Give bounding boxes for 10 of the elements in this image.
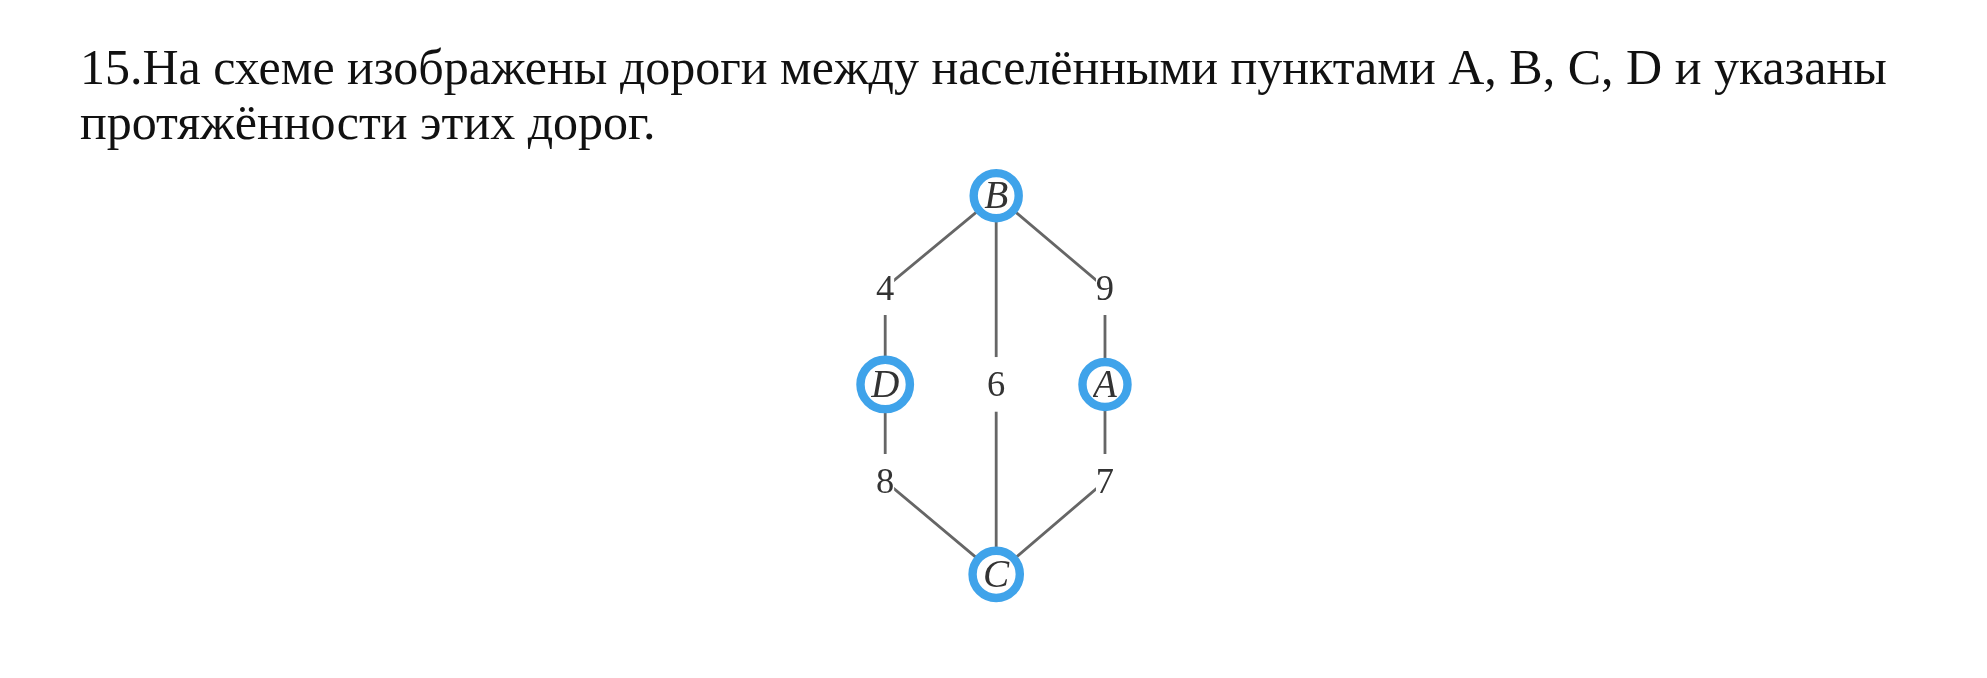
edge-label: 6 bbox=[986, 364, 1005, 405]
edge-label: 9 bbox=[1095, 267, 1114, 308]
node-circle: B bbox=[968, 168, 1023, 223]
problem-text: 15.На схеме изображены дороги между населёнными пунктами A, B, C, D и указаны протяжённости этих дорог. bbox=[79, 40, 1888, 150]
edge-label: 7 bbox=[1095, 460, 1114, 502]
node-circle: A bbox=[1077, 357, 1132, 412]
edge-label: 8 bbox=[875, 460, 894, 502]
node-circle: C bbox=[967, 546, 1024, 603]
node-circle: D bbox=[855, 355, 914, 414]
edge-label: 4 bbox=[875, 267, 894, 308]
